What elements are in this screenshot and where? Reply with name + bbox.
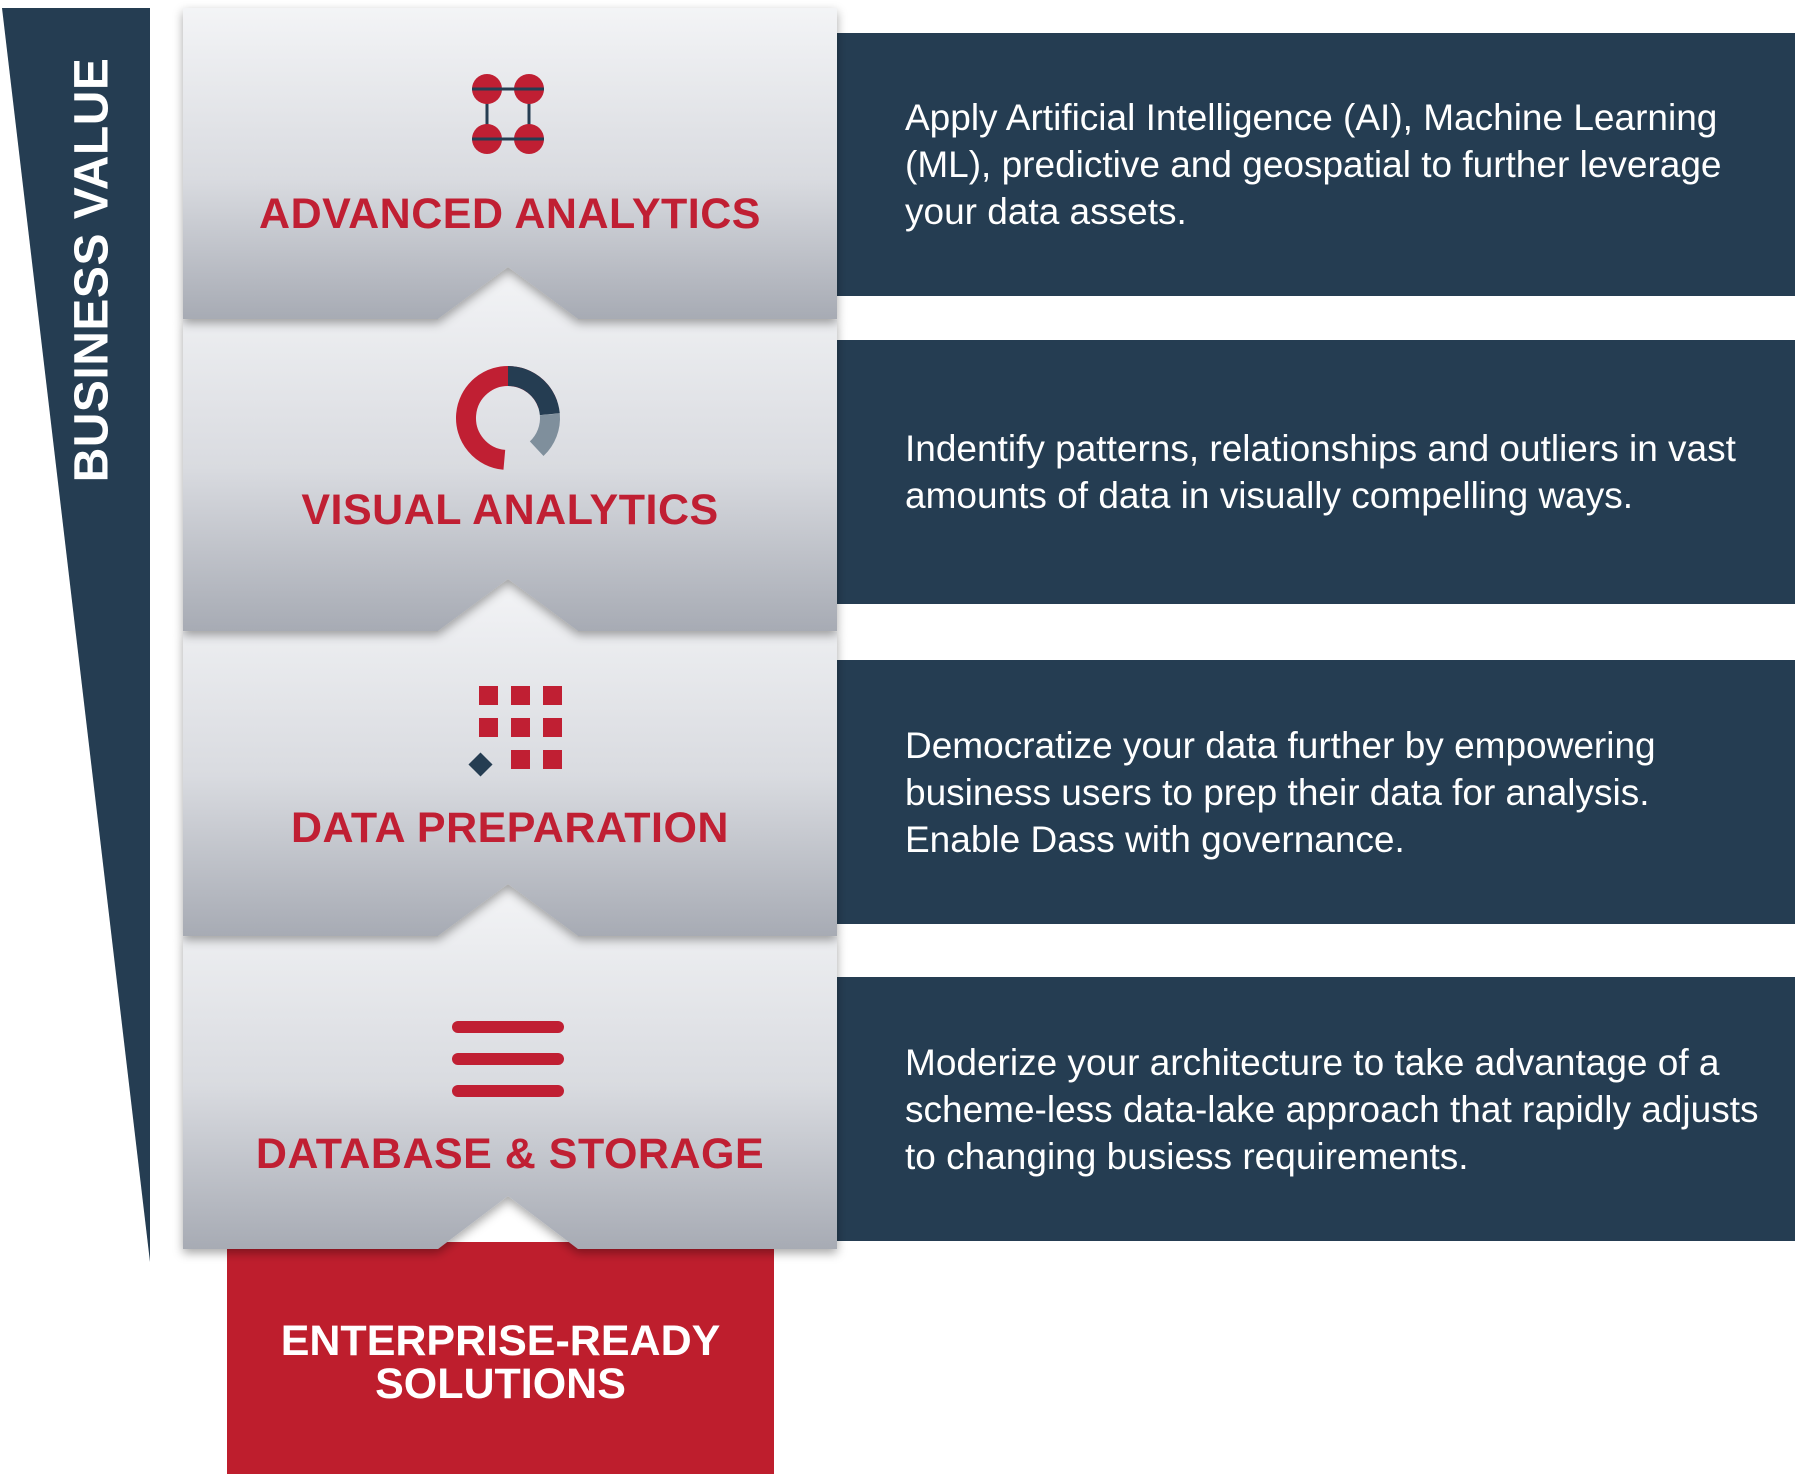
foundation-block — [227, 1242, 774, 1474]
layer-title-data-preparation: DATA PREPARATION — [291, 804, 729, 852]
nodes-square-icon — [472, 74, 544, 154]
description-text: Democratize your data further by empower… — [905, 724, 1656, 860]
stacked-bars-icon — [452, 1021, 564, 1097]
description-text: Indentify patterns, relationships and ou… — [905, 428, 1736, 516]
foundation-label: ENTERPRISE-READY SOLUTIONS — [227, 1320, 774, 1406]
layer-title-visual-analytics: VISUAL ANALYTICS — [301, 486, 719, 534]
layer-card-visual-analytics — [183, 268, 837, 631]
layer-title-advanced-analytics: ADVANCED ANALYTICS — [259, 190, 761, 238]
description-panel-advanced-analytics: Apply Artificial Intelligence (AI), Mach… — [835, 33, 1795, 296]
foundation-line-2: SOLUTIONS — [375, 1360, 626, 1408]
description-text: Moderize your architecture to take advan… — [905, 1041, 1759, 1177]
description-panel-data-preparation: Democratize your data further by empower… — [835, 660, 1795, 924]
layer-card-advanced-analytics — [183, 8, 837, 319]
description-panel-database-storage: Moderize your architecture to take advan… — [835, 977, 1795, 1241]
description-panel-visual-analytics: Indentify patterns, relationships and ou… — [835, 340, 1795, 604]
foundation-line-1: ENTERPRISE-READY — [280, 1317, 721, 1365]
grid-diamond-icon — [468, 686, 562, 777]
layer-card-data-preparation — [183, 580, 837, 936]
description-text: Apply Artificial Intelligence (AI), Mach… — [905, 97, 1722, 232]
layer-card-database-storage — [183, 885, 837, 1249]
layer-title-database-storage: DATABASE & STORAGE — [255, 1130, 765, 1178]
business-value-wedge — [2, 8, 150, 1262]
